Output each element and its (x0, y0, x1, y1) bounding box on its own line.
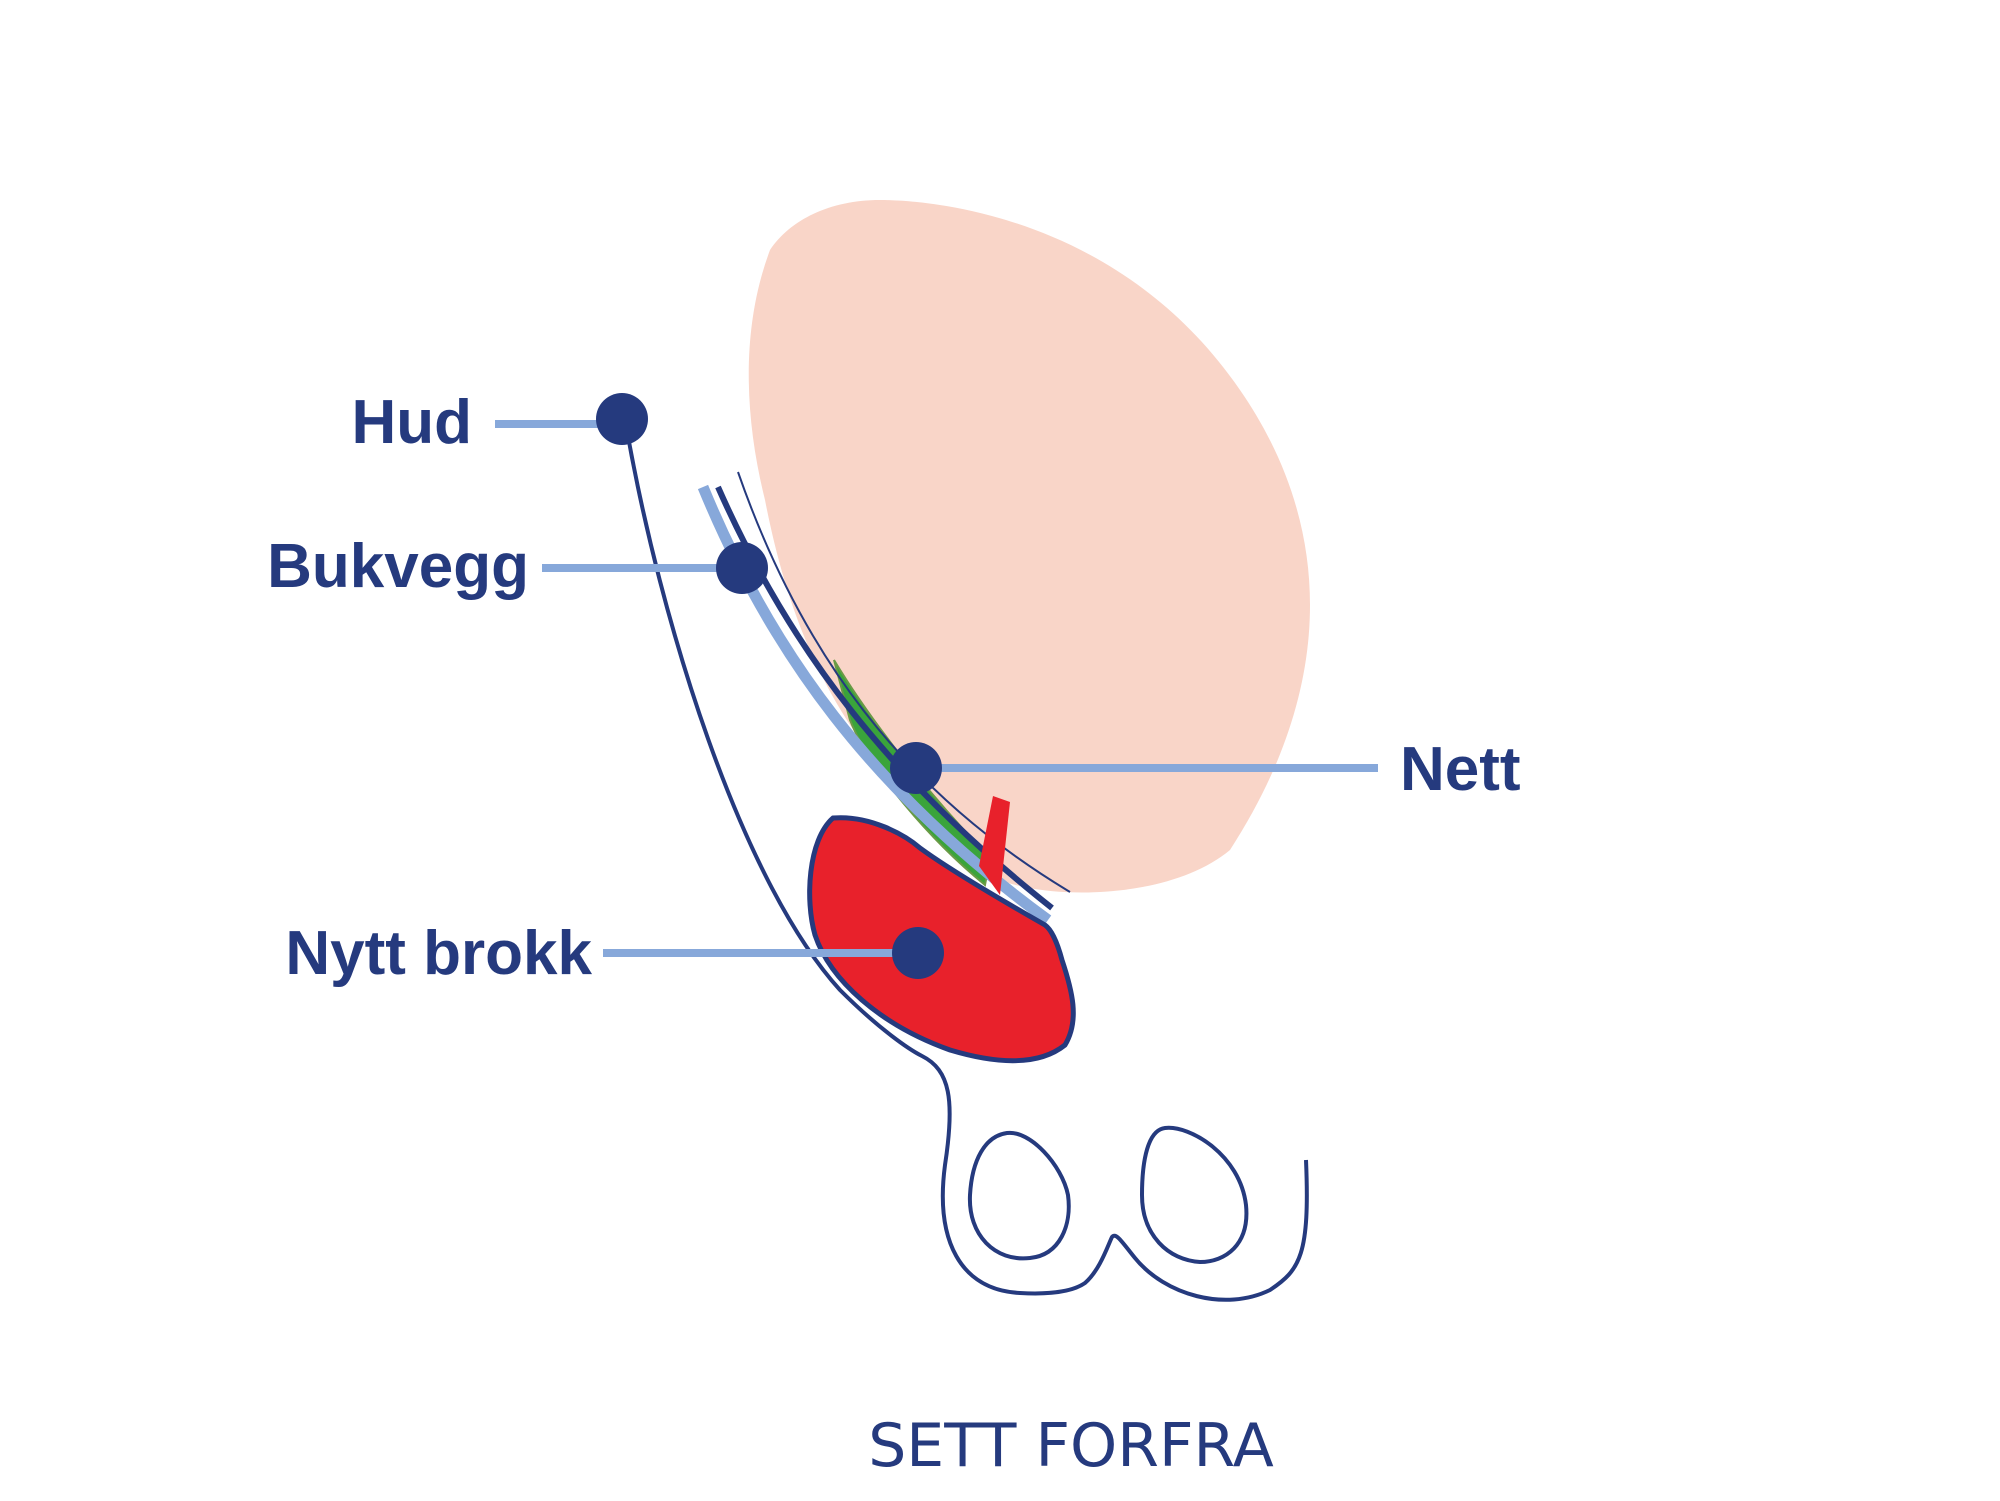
organ-shape (748, 200, 1310, 893)
hud-marker (596, 393, 648, 445)
skin-line (624, 424, 1309, 1302)
nett-marker (890, 742, 942, 794)
nett-label: Nett (1400, 735, 1521, 804)
right-testicle (1139, 1125, 1249, 1265)
hud-label: Hud (351, 388, 472, 457)
caption: SETT FORFRA (868, 1411, 1274, 1481)
nytt-brokk-marker (892, 927, 944, 979)
hernia-sac (807, 815, 1076, 1064)
bukvegg-marker (716, 542, 768, 594)
nytt-brokk-label: Nytt brokk (285, 919, 592, 988)
hernia-protrusion (979, 796, 1010, 895)
left-testicle (967, 1130, 1071, 1261)
bukvegg-label: Bukvegg (267, 532, 529, 601)
